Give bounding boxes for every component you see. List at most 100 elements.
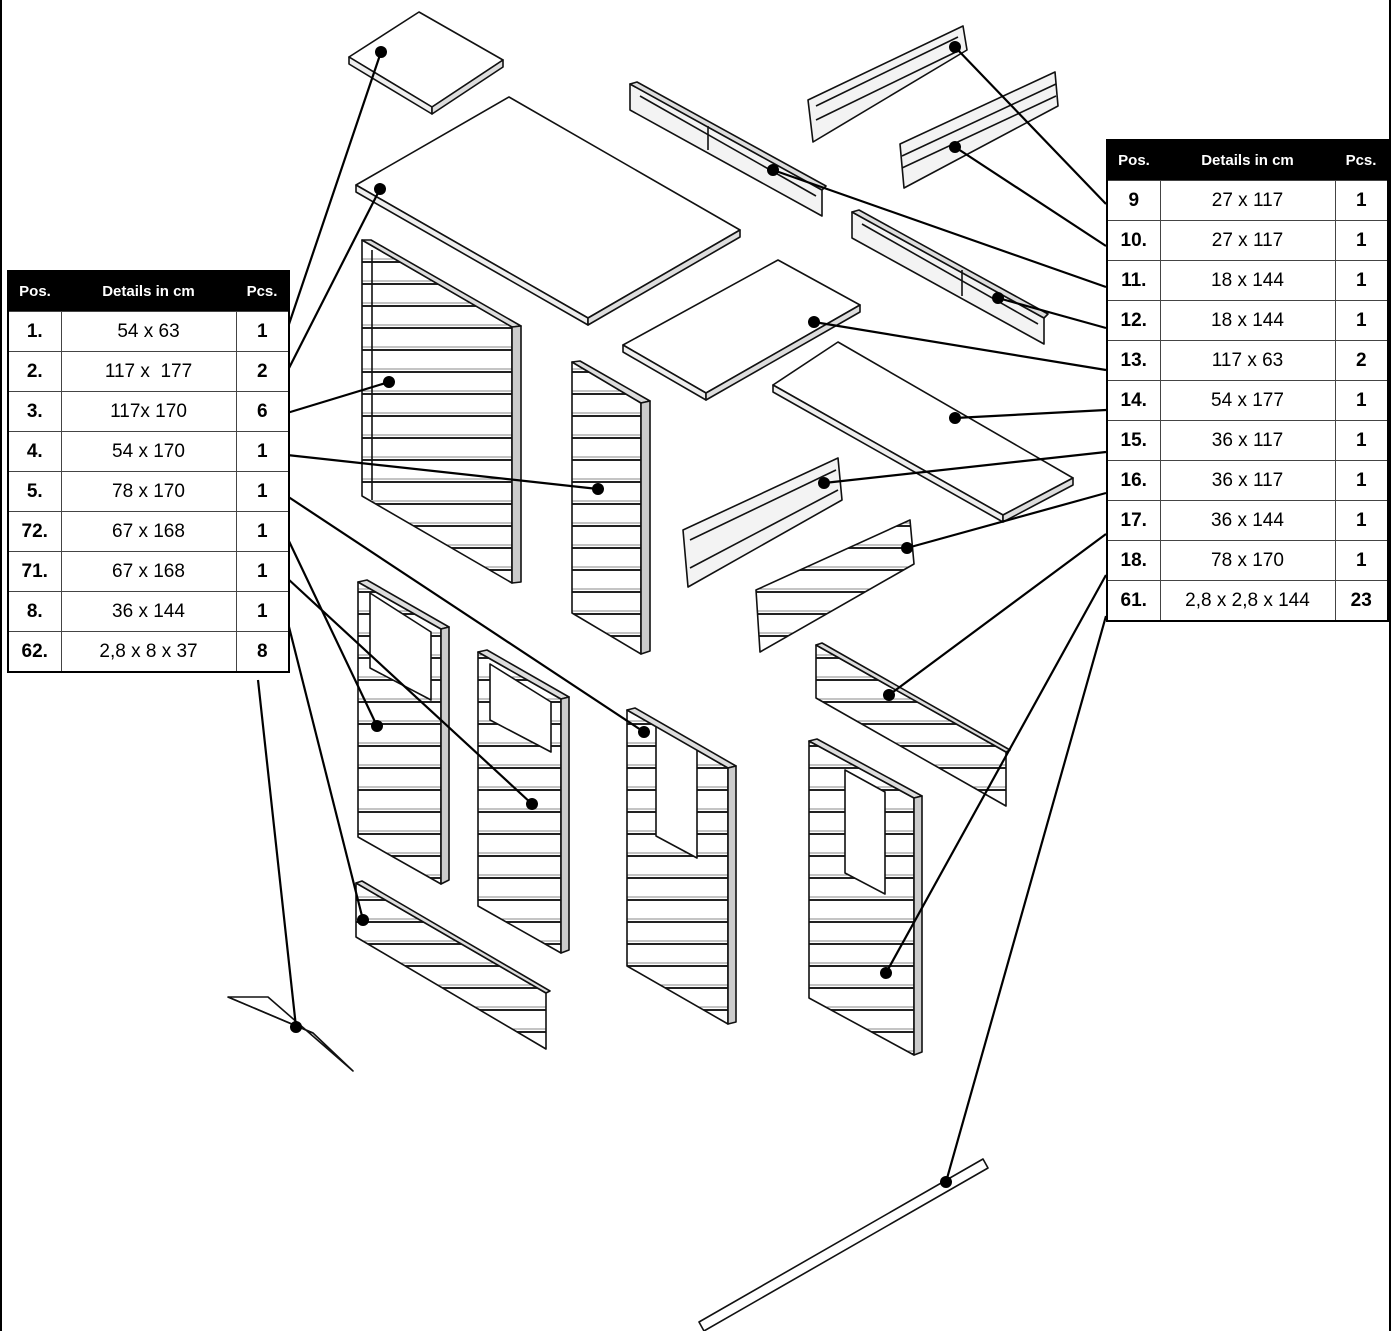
pcs-cell: 1 [235,591,290,632]
part-72-door [357,579,450,885]
details-cell: 36 x 144 [1159,500,1336,541]
leader-lines [256,46,1108,1183]
details-cell: 2,8 x 2,8 x 144 [1159,580,1336,622]
details-cell: 67 x 168 [60,511,237,552]
pcs-cell: 23 [1334,580,1389,622]
details-cell: 2,8 x 8 x 37 [60,631,237,673]
part-71-door [477,649,570,954]
details-cell: 67 x 168 [60,551,237,592]
pos-cell: 3. [7,391,62,432]
part-61-batten [698,1158,989,1331]
details-cell: 54 x 170 [60,431,237,472]
part-1-small-panel [348,11,504,115]
details-cell: 117x 170 [60,391,237,432]
part-2-roof-panel [355,96,741,326]
pos-cell: 9 [1106,180,1161,221]
pos-cell: 62. [7,631,62,673]
pcs-cell: 1 [1334,180,1389,221]
pcs-cell: 1 [235,471,290,512]
table-header-row: Pos. Details in cm Pcs. [8,271,289,312]
pos-cell: 71. [7,551,62,592]
pos-cell: 8. [7,591,62,632]
pcs-cell: 2 [235,351,290,392]
pcs-cell: 8 [235,631,290,673]
header-pos: Pos. [8,271,61,312]
pos-cell: 5. [7,471,62,512]
details-cell: 54 x 177 [1159,380,1336,421]
part-62-wedge [227,996,354,1072]
header-pcs: Pcs. [236,271,289,312]
pcs-cell: 2 [1334,340,1389,381]
pos-cell: 72. [7,511,62,552]
part-4-wall-panel [571,360,651,655]
header-pos: Pos. [1107,140,1160,181]
pos-cell: 2. [7,351,62,392]
pos-cell: 14. [1106,380,1161,421]
pcs-cell: 1 [235,431,290,472]
pos-cell: 11. [1106,260,1161,301]
pos-cell: 10. [1106,220,1161,261]
part-8-wall-section [355,880,551,1050]
details-cell: 36 x 144 [60,591,237,632]
part-18-window-wall [808,738,923,1056]
details-cell: 36 x 117 [1159,420,1336,461]
details-cell: 117 x 177 [60,351,237,392]
part-15-beam [682,457,843,588]
pcs-cell: 1 [1334,460,1389,501]
header-pcs: Pcs. [1335,140,1388,181]
details-cell: 18 x 144 [1159,300,1336,341]
pos-cell: 18. [1106,540,1161,581]
details-cell: 27 x 117 [1159,220,1336,261]
details-cell: 78 x 170 [1159,540,1336,581]
part-14-floor-panel [772,341,1074,523]
pcs-cell: 1 [235,311,290,352]
leader-dots [290,41,1004,1188]
part-3-wall-panel [361,239,522,584]
pcs-cell: 1 [1334,220,1389,261]
details-cell: 18 x 144 [1159,260,1336,301]
pos-cell: 15. [1106,420,1161,461]
header-details: Details in cm [1160,140,1335,181]
pcs-cell: 1 [1334,420,1389,461]
pos-cell: 4. [7,431,62,472]
part-9-beam [807,25,968,143]
pos-cell: 12. [1106,300,1161,341]
part-10-beam [899,71,1059,189]
pcs-cell: 1 [1334,260,1389,301]
details-cell: 27 x 117 [1159,180,1336,221]
pcs-cell: 1 [1334,540,1389,581]
pcs-cell: 1 [235,551,290,592]
details-cell: 36 x 117 [1159,460,1336,501]
pos-cell: 61. [1106,580,1161,622]
pcs-cell: 6 [235,391,290,432]
details-cell: 54 x 63 [60,311,237,352]
pcs-cell: 1 [1334,300,1389,341]
pos-cell: 1. [7,311,62,352]
pcs-cell: 1 [1334,380,1389,421]
part-5-window-wall [626,707,737,1025]
pos-cell: 13. [1106,340,1161,381]
table-header-row: Pos. Details in cm Pcs. [1107,140,1388,181]
part-11-rail [629,81,827,217]
